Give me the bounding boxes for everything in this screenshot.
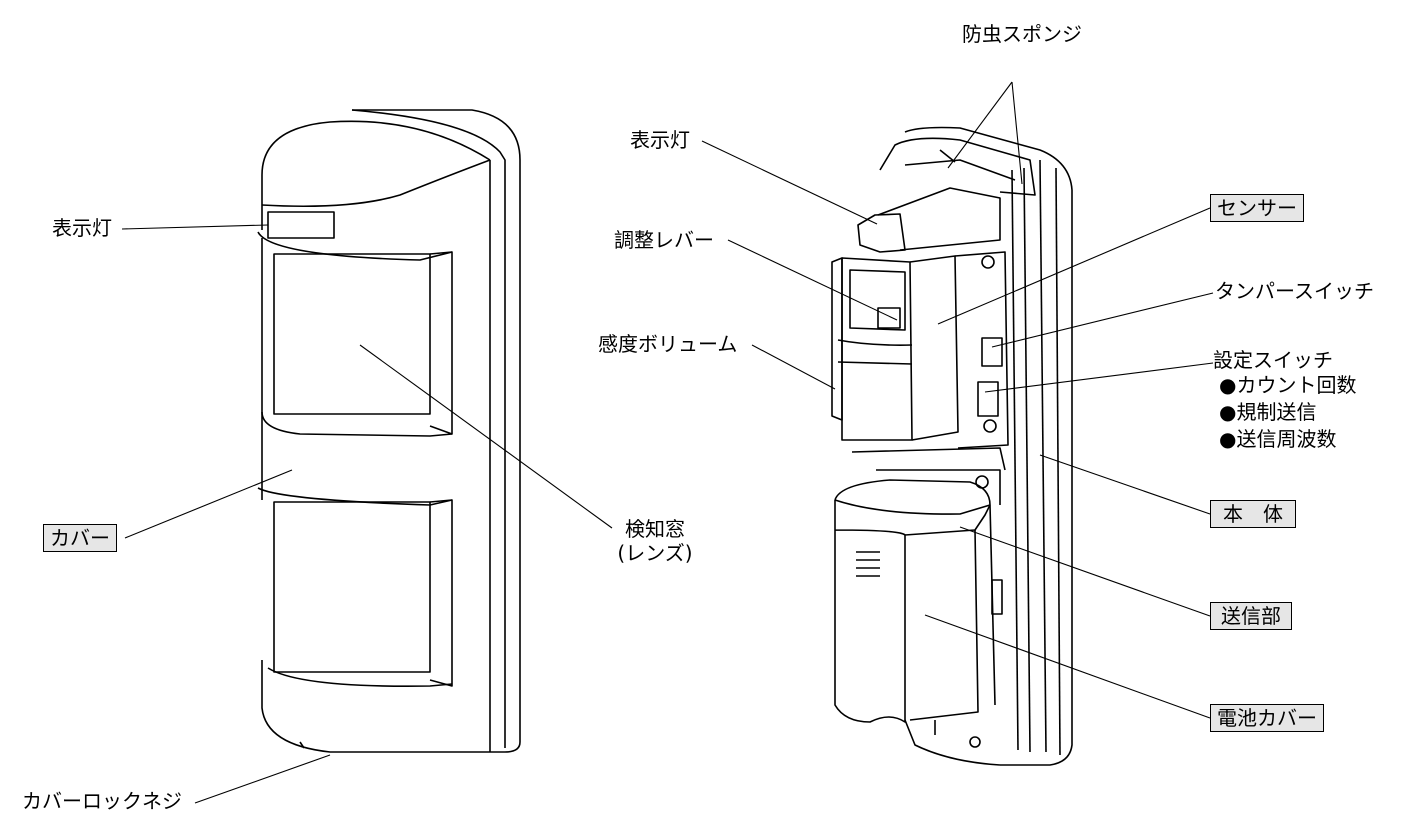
tamper-switch-label: タンパースイッチ — [1215, 279, 1374, 303]
setting-switch-label: 設定スイッチ ●カウント回数 ●規制送信 ●送信周波数 — [1213, 348, 1356, 453]
right-device — [831, 126, 1073, 766]
cover-lock-screw-label: カバーロックネジ — [22, 789, 182, 813]
detection-window-label: 検知窓 (レンズ) — [612, 517, 698, 565]
right-indicator-label: 表示灯 — [630, 128, 690, 152]
transmitter-label: 送信部 — [1210, 602, 1292, 630]
adjust-lever-label: 調整レバー — [614, 228, 714, 252]
left-device — [257, 109, 521, 753]
setting-switch-item: ●カウント回数 — [1219, 373, 1357, 397]
detection-window-line2: (レンズ) — [617, 541, 693, 565]
setting-switch-item: ●規制送信 — [1219, 400, 1317, 424]
insect-sponge-label: 防虫スポンジ — [962, 22, 1082, 46]
sensor-label: センサー — [1210, 194, 1304, 222]
detection-window-line1: 検知窓 — [625, 517, 685, 541]
setting-switch-item: ●送信周波数 — [1219, 427, 1337, 451]
left-indicator-label: 表示灯 — [52, 216, 112, 240]
left-cover-label: カバー — [43, 524, 117, 552]
body-label: 本 体 — [1210, 500, 1296, 528]
leader-lines — [121, 81, 1214, 804]
setting-switch-title: 設定スイッチ — [1213, 348, 1333, 372]
sensitivity-volume-label: 感度ボリューム — [598, 332, 738, 356]
battery-cover-label: 電池カバー — [1210, 704, 1324, 732]
